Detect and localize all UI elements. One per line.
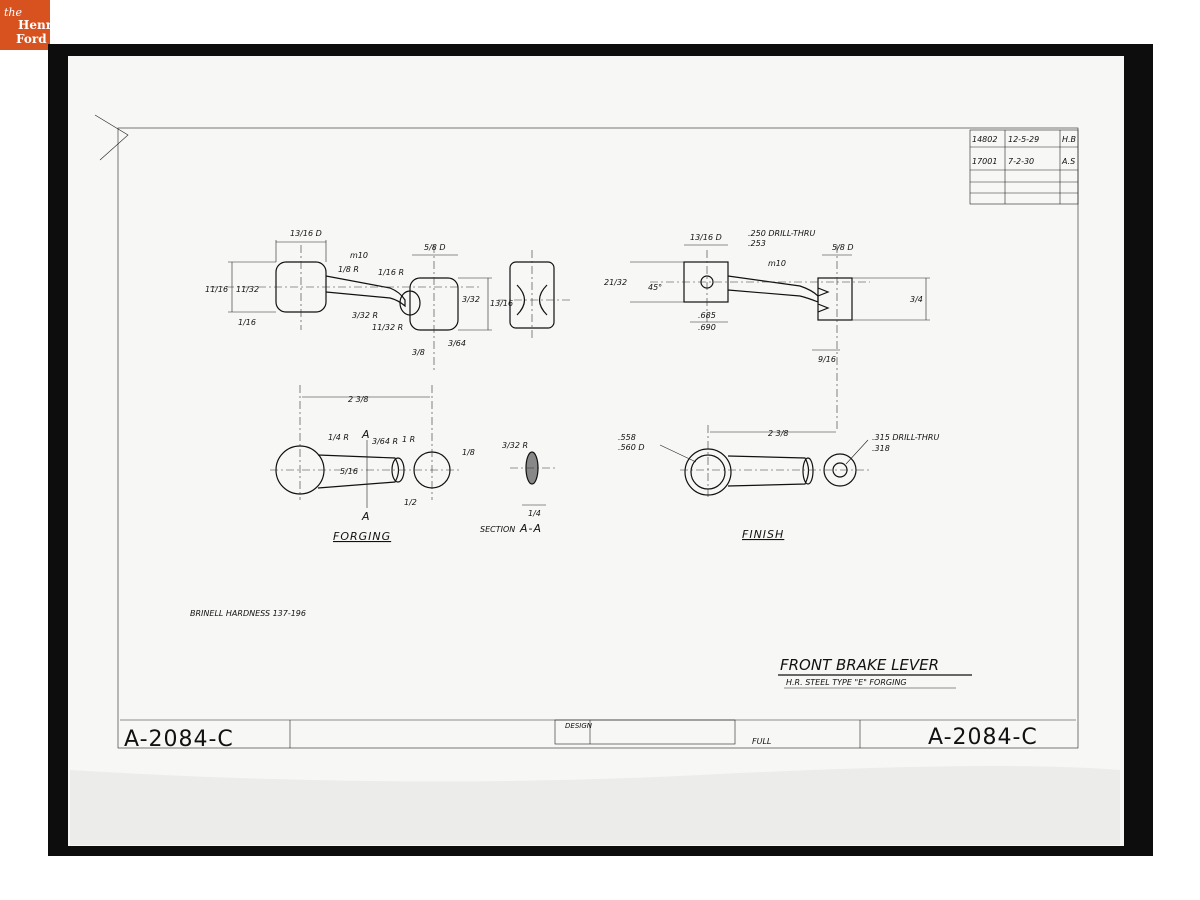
- logo-text-henry: Henry: [18, 18, 59, 32]
- dim-3-4: 3/4: [910, 295, 923, 304]
- dim-13-16: 13/16: [490, 299, 513, 308]
- dim-r-3-32: 3/32 R: [352, 311, 378, 320]
- dim-1-8: 1/8: [462, 448, 475, 457]
- title-block: FRONT BRAKE LEVER H.R. STEEL TYPE "E" FO…: [120, 656, 1076, 752]
- dim-center-2: .690: [698, 323, 716, 332]
- section-view-label: SECTION: [480, 525, 515, 534]
- drawing-number-right: A-2084-C: [928, 725, 1038, 750]
- logo-text-the: the: [4, 6, 23, 19]
- part-title: FRONT BRAKE LEVER: [780, 656, 939, 674]
- dim-center-finish: 2 3/8: [768, 429, 789, 438]
- dim-13-16-d: 13/16 D: [290, 229, 322, 238]
- section-letter-bottom: A: [361, 510, 371, 523]
- dim-3-64: 3/64: [448, 339, 466, 348]
- drawing-number-left: A-2084-C: [124, 727, 234, 752]
- dim-11-16: 11/16: [205, 285, 228, 294]
- dim-finish-13-16-d: 13/16 D: [690, 233, 722, 242]
- finish-plan-view: 2 3/8 .558 .560 D .315 DRILL-THRU .318: [618, 425, 939, 500]
- forging-side-view: 13/16 D 5/8 D m10 1/8 R 1/16 R 3/32 R 11…: [205, 229, 513, 370]
- dim-1-2: 1/2: [404, 498, 417, 507]
- section-view-mark: A-A: [519, 522, 542, 535]
- dim-angle: 45°: [648, 283, 662, 292]
- scale-label: FULL: [752, 737, 771, 746]
- bore-label-1: .558: [618, 433, 636, 442]
- material-note: H.R. STEEL TYPE "E" FORGING: [786, 678, 907, 687]
- rev2-date: 7-2-30: [1008, 157, 1034, 166]
- section-view: 3/32 R 1/4: [502, 441, 556, 518]
- hardness-note: BRINELL HARDNESS 137-196: [190, 609, 306, 618]
- dim-center-forging: 2 3/8: [348, 395, 369, 404]
- rev1-date: 12-5-29: [1008, 135, 1039, 144]
- dim-finish-m10: m10: [768, 259, 786, 268]
- dim-r-11-32: 11/32 R: [372, 323, 403, 332]
- drill-right-label-2: .318: [872, 444, 890, 453]
- forging-end-view: [498, 250, 570, 340]
- dim-11-32: 11/32: [236, 285, 259, 294]
- design-label: DESIGN: [565, 722, 593, 730]
- blueprint-sheet: [68, 56, 1124, 846]
- dim-r-1-16: 1/16 R: [378, 268, 404, 277]
- corner-fold: [94, 114, 129, 161]
- sheet-wear: [70, 766, 1120, 845]
- rev2-number: 17001: [972, 157, 997, 166]
- dim-m10: m10: [350, 251, 368, 260]
- forging-view-label: FORGING: [333, 530, 391, 543]
- dim-r-1: 1 R: [402, 435, 415, 444]
- forging-plan-view: 2 3/8 1/4 R 3/64 R 1 R 5/16 1/8 1/2 A A: [270, 385, 475, 523]
- dim-r-3-64: 3/64 R: [372, 437, 398, 446]
- dim-center-1: .685: [698, 311, 716, 320]
- section-letter-top: A: [361, 428, 371, 441]
- dim-3-8: 3/8: [412, 348, 425, 357]
- finish-side-view: 13/16 D .250 DRILL-THRU .253 5/8 D m10 4…: [604, 229, 930, 430]
- dim-section-r: 3/32 R: [502, 441, 528, 450]
- drill-top-label-2: .253: [748, 239, 766, 248]
- drawing-border: [117, 127, 1079, 749]
- dim-5-16: 5/16: [340, 467, 358, 476]
- rev1-initials: H.B: [1062, 135, 1076, 144]
- revision-block: 14802 12-5-29 H.B 17001 7-2-30 A.S: [969, 129, 1079, 205]
- drill-right-label: .315 DRILL-THRU: [872, 433, 939, 442]
- dim-r-1-4: 1/4 R: [328, 433, 349, 442]
- dim-5-8-d: 5/8 D: [424, 243, 446, 252]
- rev1-number: 14802: [972, 135, 997, 144]
- dim-3-32: 3/32: [462, 295, 480, 304]
- rev2-initials: A.S: [1061, 157, 1075, 166]
- drill-top-label: .250 DRILL-THRU: [748, 229, 815, 238]
- finish-view-label: FINISH: [742, 528, 784, 541]
- dim-r-1-8: 1/8 R: [338, 265, 359, 274]
- dim-1-16: 1/16: [238, 318, 256, 327]
- henry-ford-logo: the Henry Ford: [0, 0, 59, 50]
- dim-9-16: 9/16: [818, 355, 836, 364]
- logo-text-ford: Ford: [16, 32, 47, 46]
- bore-label-2: .560 D: [618, 443, 645, 452]
- dim-21-32: 21/32: [604, 278, 627, 287]
- dim-1-4: 1/4: [528, 509, 541, 518]
- dim-finish-5-8-d: 5/8 D: [832, 243, 854, 252]
